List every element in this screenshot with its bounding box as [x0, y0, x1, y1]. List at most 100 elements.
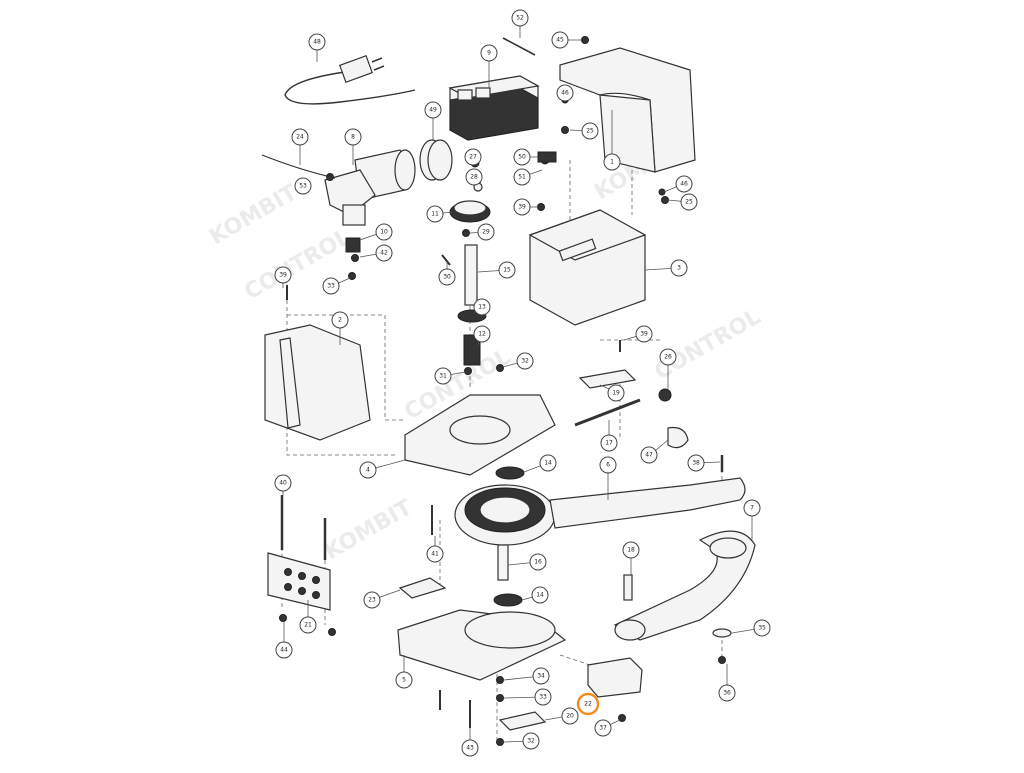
nut-34 — [496, 676, 504, 684]
svg-text:37: 37 — [599, 725, 607, 732]
callout: 7 — [743, 499, 761, 517]
power-cable — [284, 54, 416, 105]
callout: 16 — [529, 553, 547, 571]
svg-text:24: 24 — [296, 134, 304, 141]
callout: 32 — [516, 352, 534, 370]
washer-31 — [464, 367, 472, 375]
svg-text:19: 19 — [612, 390, 620, 397]
svg-text:39: 39 — [640, 331, 648, 338]
lever-20 — [498, 711, 547, 731]
svg-text:46: 46 — [561, 90, 569, 97]
svg-text:32: 32 — [521, 358, 529, 365]
callout: 13 — [473, 298, 491, 316]
svg-text:35: 35 — [758, 625, 766, 632]
svg-text:51: 51 — [518, 174, 526, 181]
screw-45 — [581, 36, 589, 44]
nut-44 — [279, 614, 287, 622]
callout: 10 — [375, 223, 393, 241]
callout: 39 — [635, 325, 653, 343]
bracket-plate — [578, 369, 637, 389]
svg-text:43: 43 — [466, 745, 474, 752]
washer-35 — [712, 628, 732, 638]
svg-text:10: 10 — [380, 229, 388, 236]
svg-text:29: 29 — [482, 229, 490, 236]
callout: 27 — [464, 148, 482, 166]
callout: 39 — [274, 266, 292, 284]
svg-text:31: 31 — [439, 373, 447, 380]
callout: 37 — [594, 719, 612, 737]
svg-text:16: 16 — [534, 559, 542, 566]
nut-44b — [328, 628, 336, 636]
svg-text:45: 45 — [556, 37, 564, 44]
callout: 32 — [522, 732, 540, 750]
svg-text:17: 17 — [605, 440, 613, 447]
bearing-14b — [493, 593, 523, 607]
watermark: CONTROL — [241, 225, 356, 306]
key-30 — [441, 254, 451, 266]
svg-text:38: 38 — [692, 460, 700, 467]
svg-text:47: 47 — [645, 452, 653, 459]
nut-37 — [618, 714, 626, 722]
motor-pinion — [345, 237, 361, 253]
callout: 44 — [275, 641, 293, 659]
callout: 46 — [675, 175, 693, 193]
motor — [324, 149, 416, 226]
svg-text:33: 33 — [539, 694, 547, 701]
callout: 25 — [581, 122, 599, 140]
callout: 45 — [551, 31, 569, 49]
motor-ring — [419, 139, 453, 181]
svg-text:48: 48 — [313, 39, 321, 46]
side-cover — [264, 324, 371, 441]
curved-arm — [613, 530, 756, 641]
svg-text:42: 42 — [380, 250, 388, 257]
callout: 50 — [513, 148, 531, 166]
callout: 36 — [718, 684, 736, 702]
callout: 31 — [434, 367, 452, 385]
callout-highlighted[interactable]: 22 — [576, 692, 600, 716]
top-cover — [559, 47, 696, 173]
nut-32 — [496, 738, 504, 746]
callout: 52 — [511, 9, 529, 27]
callout: 21 — [299, 616, 317, 634]
callout: 11 — [426, 205, 444, 223]
callout: 26 — [659, 348, 677, 366]
clip-47 — [667, 426, 689, 449]
callout: 30 — [438, 268, 456, 286]
svg-text:36: 36 — [723, 690, 731, 697]
svg-text:21: 21 — [304, 622, 312, 629]
callout: 3 — [670, 259, 688, 277]
svg-text:39: 39 — [279, 272, 287, 279]
spring-29 — [462, 229, 470, 237]
callout: 18 — [622, 541, 640, 559]
svg-text:30: 30 — [443, 274, 451, 281]
drive-arm — [454, 477, 746, 546]
callout: 8 — [344, 128, 362, 146]
callout: 53 — [294, 177, 312, 195]
svg-text:49: 49 — [429, 107, 437, 114]
callout: 33 — [534, 688, 552, 706]
callout: 14 — [531, 586, 549, 604]
callout: 17 — [600, 434, 618, 452]
svg-text:3: 3 — [677, 265, 681, 272]
callout: 51 — [513, 168, 531, 186]
rod — [574, 398, 641, 427]
svg-text:27: 27 — [469, 154, 477, 161]
svg-text:39: 39 — [518, 204, 526, 211]
svg-text:8: 8 — [351, 134, 355, 141]
svg-text:41: 41 — [431, 551, 439, 558]
svg-text:11: 11 — [431, 211, 439, 218]
main-housing — [528, 209, 647, 326]
callout: 23 — [363, 591, 381, 609]
svg-text:9: 9 — [487, 50, 491, 57]
callout: 42 — [375, 244, 393, 262]
motor-wire — [261, 154, 336, 179]
nut-53 — [326, 173, 334, 181]
svg-text:1: 1 — [610, 159, 614, 166]
callout: 35 — [753, 619, 771, 637]
callout: 41 — [426, 545, 444, 563]
svg-text:7: 7 — [750, 505, 754, 512]
callout: 33 — [322, 277, 340, 295]
svg-text:26: 26 — [664, 354, 672, 361]
